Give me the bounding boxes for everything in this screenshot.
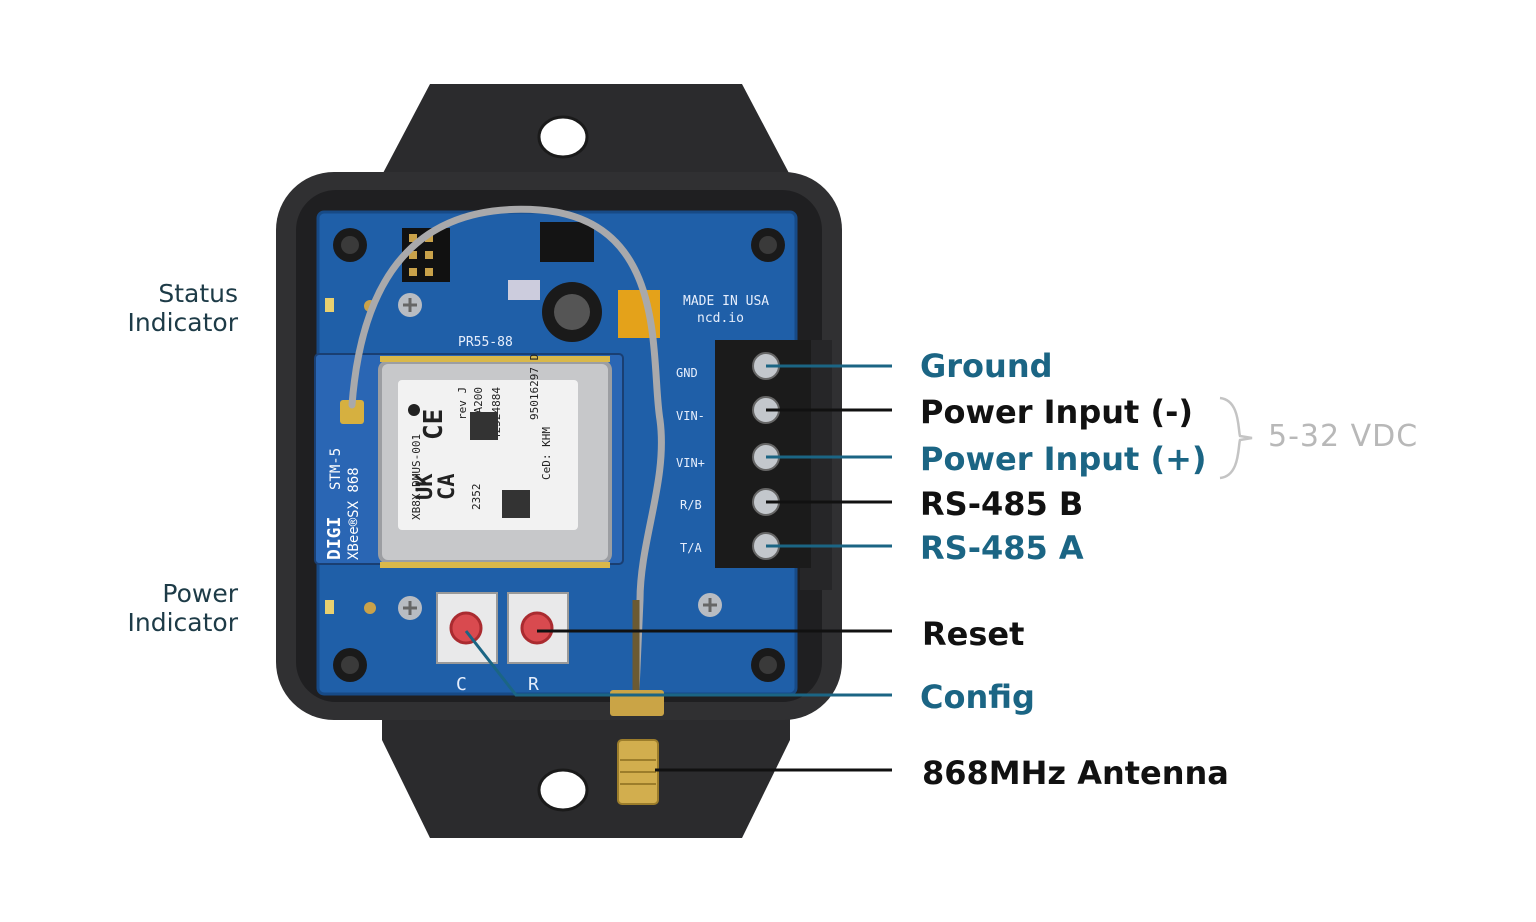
module-rev-text: rev J bbox=[456, 387, 469, 420]
callout-lines bbox=[464, 364, 892, 772]
module-cert-text: CeD: KHM bbox=[540, 427, 553, 480]
power-indicator-line1: Power bbox=[162, 579, 238, 608]
module-name-text: XBee®SX 868 bbox=[346, 467, 362, 560]
status-indicator-label: Status Indicator bbox=[38, 279, 238, 337]
voltage-range-label: 5-32 VDC bbox=[1268, 419, 1419, 454]
config-label: Config bbox=[920, 678, 1035, 716]
module-uk-mark: UK bbox=[413, 473, 438, 500]
terminal-screws bbox=[752, 352, 780, 560]
ground-label: Ground bbox=[920, 347, 1053, 385]
terminal-label-vin-pos: VIN+ bbox=[676, 456, 705, 470]
power-indicator-line2: Indicator bbox=[127, 608, 238, 637]
leader-config bbox=[464, 630, 892, 697]
mount-hole-bottom bbox=[537, 768, 589, 812]
terminal-label-ta: T/A bbox=[680, 541, 702, 555]
status-indicator-line2: Indicator bbox=[127, 308, 238, 337]
module-model-text: XB8X-DMUS-001 bbox=[410, 434, 423, 520]
terminal-label-gnd: GND bbox=[676, 366, 698, 380]
voltage-brace bbox=[1219, 396, 1253, 480]
reset-label: Reset bbox=[922, 615, 1025, 653]
module-maker-text: DIGI bbox=[324, 517, 345, 560]
button-label-r: R bbox=[528, 674, 539, 695]
mount-hole-top bbox=[537, 115, 589, 159]
button-label-c: C bbox=[456, 674, 467, 695]
terminal-label-vin-neg: VIN- bbox=[676, 409, 705, 423]
board-brand-text: ncd.io bbox=[697, 311, 744, 326]
board-part-text: PR55-88 bbox=[458, 335, 513, 350]
power-input-pos-label: Power Input (+) bbox=[920, 440, 1207, 478]
antenna-cable bbox=[348, 205, 665, 694]
power-led bbox=[325, 600, 334, 614]
module-code-text: 95016297 D bbox=[528, 354, 541, 420]
module-lot-text: 2352 bbox=[470, 484, 483, 511]
module-variant-text: STM-5 bbox=[328, 448, 344, 490]
module-ca-mark: CA bbox=[435, 474, 460, 501]
power-indicator-label: Power Indicator bbox=[38, 579, 238, 637]
rs485-b-label: RS-485 B bbox=[920, 485, 1084, 523]
rs485-a-label: RS-485 A bbox=[920, 529, 1084, 567]
power-input-neg-label: Power Input (-) bbox=[920, 393, 1193, 431]
antenna-label: 868MHz Antenna bbox=[922, 754, 1229, 792]
module-ce-mark: CE bbox=[419, 409, 449, 440]
status-led bbox=[325, 298, 334, 312]
status-indicator-line1: Status bbox=[158, 279, 238, 308]
board-made-in-text: MADE IN USA bbox=[683, 294, 769, 309]
terminal-label-rb: R/B bbox=[680, 498, 702, 512]
